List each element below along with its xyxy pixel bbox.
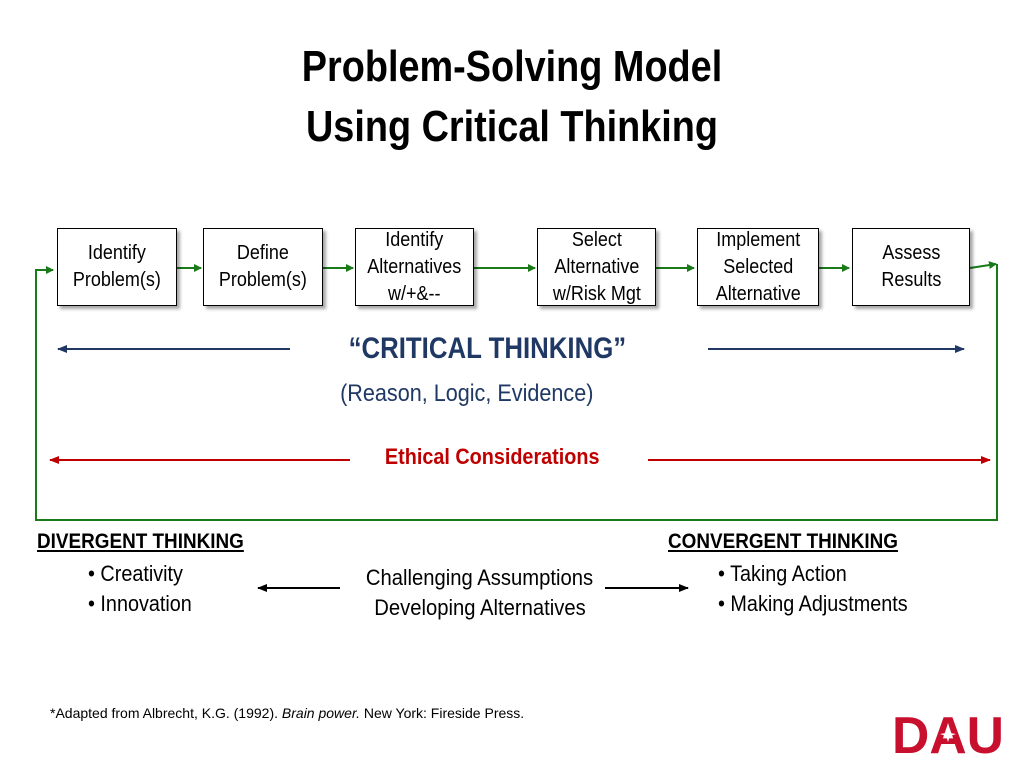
title-line-2: Using Critical Thinking [305, 102, 719, 151]
convergent-heading: CONVERGENT THINKING [668, 530, 898, 553]
star-icon [940, 727, 956, 742]
divergent-item: • Innovation [88, 591, 192, 616]
ethical-considerations-label: Ethical Considerations [384, 444, 600, 469]
convergent-item: • Taking Action [718, 561, 847, 586]
step-label: Identify Alternatives w/+&-- [367, 228, 462, 305]
citation-prefix: *Adapted from Albrecht, K.G. (1992). [50, 705, 282, 721]
convergent-item: • Making Adjustments [718, 591, 908, 616]
step-label: Define Problem(s) [218, 242, 308, 291]
step-select-alternative: Select Alternative w/Risk Mgt [537, 228, 656, 306]
citation: *Adapted from Albrecht, K.G. (1992). Bra… [50, 705, 524, 721]
flow-arrow-6 [969, 261, 997, 270]
citation-suffix: New York: Fireside Press. [359, 705, 525, 721]
step-label: Select Alternative w/Risk Mgt [552, 228, 641, 305]
step-implement-alternative: Implement Selected Alternative [697, 228, 819, 306]
citation-book: Brain power. [281, 705, 360, 721]
step-label: Implement Selected Alternative [715, 228, 801, 305]
step-identify-problems: Identify Problem(s) [57, 228, 177, 306]
middle-line-2: Developing Alternatives [374, 595, 586, 620]
divergent-item: • Creativity [88, 561, 183, 586]
critical-thinking-heading: “CRITICAL THINKING” [348, 332, 626, 365]
step-identify-alternatives: Identify Alternatives w/+&-- [355, 228, 474, 306]
step-label: Assess Results [880, 242, 942, 291]
middle-line-1: Challenging Assumptions [366, 565, 594, 590]
dau-logo: DAU [892, 707, 1004, 757]
step-label: Identify Problem(s) [72, 242, 162, 291]
step-assess-results: Assess Results [852, 228, 970, 306]
divergent-heading: DIVERGENT THINKING [37, 530, 244, 553]
step-define-problems: Define Problem(s) [203, 228, 323, 306]
critical-thinking-subtitle: (Reason, Logic, Evidence) [340, 380, 594, 407]
feedback-loop [35, 264, 998, 521]
title-line-1: Problem-Solving Model [301, 42, 723, 91]
